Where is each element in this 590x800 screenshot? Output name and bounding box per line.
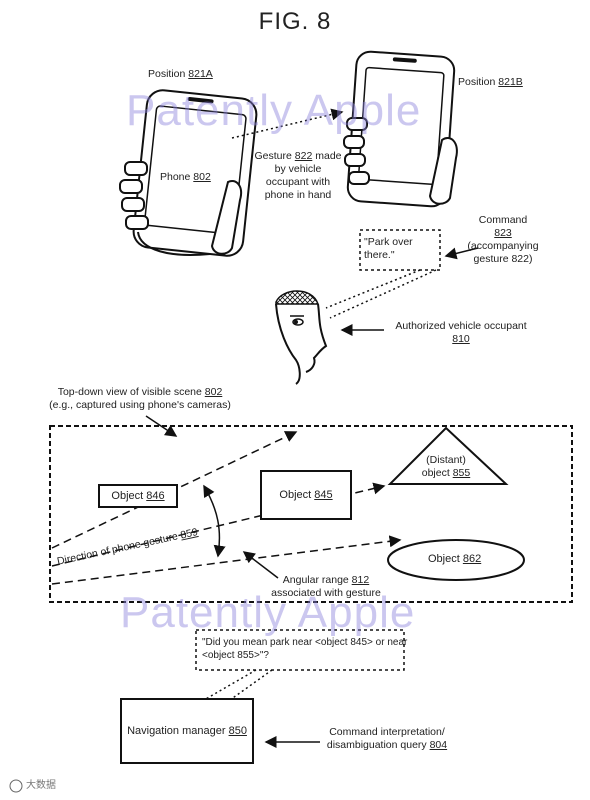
object-855-triangle — [387, 426, 509, 485]
object-862-ellipse — [387, 539, 525, 581]
watermark-bottom: Patently Apple — [120, 588, 416, 637]
object-855-label: (Distant) object 855 — [421, 454, 471, 479]
angular-range-label: Angular range 812 associated with gestur… — [271, 574, 381, 599]
query-text: "Did you mean park near <object 845> or … — [202, 637, 408, 661]
figure-title: FIG. 8 — [258, 8, 332, 35]
position-a-label: Position 821A — [148, 68, 213, 80]
scene-caption: Top-down view of visible scene 802 (e.g.… — [49, 386, 231, 411]
speech-bubble-box — [359, 229, 441, 271]
gesture-label: Gesture 822 made by vehicle occupant wit… — [254, 150, 342, 201]
watermark-top: Patently Apple — [126, 86, 422, 135]
navigation-manager-box: Navigation manager 850 — [120, 698, 254, 764]
object-862-label: Object 862 — [428, 553, 482, 565]
scene-boundary — [49, 425, 573, 603]
phone-label: Phone 802 — [160, 171, 211, 183]
phone-left-illustration — [119, 89, 258, 257]
command-label: Command 823 (accompanying gesture 822) — [467, 214, 539, 265]
interpretation-label: Command interpretation/ disambiguation q… — [326, 726, 448, 751]
phone-right-illustration — [343, 50, 458, 208]
query-box — [195, 629, 405, 671]
object-845-box: Object 845 — [260, 470, 352, 520]
corner-watermark: 大数据 — [26, 780, 56, 791]
gesture-arrow — [231, 108, 344, 139]
occupant-head-illustration — [275, 290, 328, 385]
position-b-label: Position 821B — [458, 76, 523, 88]
object-846-box: Object 846 — [98, 484, 178, 508]
speech-text: "Park over there." — [364, 236, 413, 261]
occupant-label: Authorized vehicle occupant 810 — [395, 320, 527, 345]
